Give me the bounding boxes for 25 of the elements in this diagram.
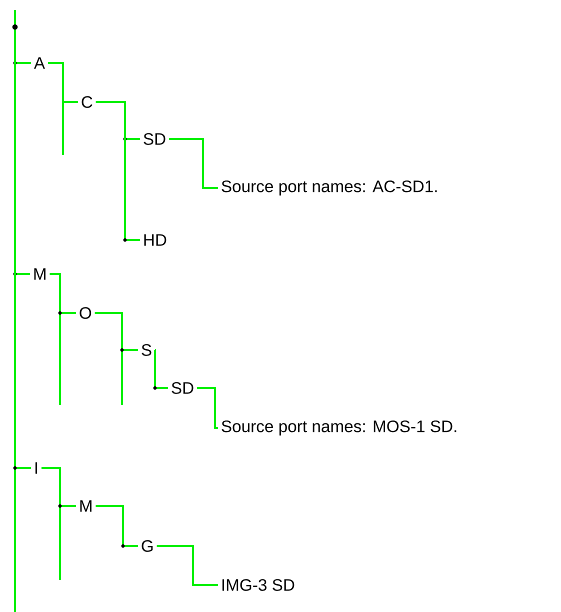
connector bbox=[13, 30, 31, 470]
tree-label: M bbox=[80, 500, 92, 512]
connector bbox=[169, 138, 218, 189]
connector bbox=[96, 101, 140, 242]
tree-label: C bbox=[82, 96, 92, 108]
connector bbox=[96, 505, 138, 548]
connector bbox=[94, 312, 138, 352]
tree-label: O bbox=[80, 307, 92, 319]
tree-label: G bbox=[142, 540, 153, 552]
connector bbox=[50, 273, 76, 315]
tree-label: HD bbox=[144, 234, 166, 246]
tree-label: M bbox=[34, 268, 46, 280]
tree-label: Source port names: MOS-1 SD. bbox=[222, 420, 456, 436]
connector bbox=[48, 62, 78, 103]
tree-label: IMG-3 SD bbox=[222, 579, 294, 591]
connector bbox=[197, 387, 218, 429]
connector bbox=[156, 545, 218, 586]
tree-label: SD bbox=[172, 382, 194, 394]
tree-label: A bbox=[34, 57, 46, 69]
connector bbox=[153, 349, 168, 390]
tree-label: Source port names: AC-SD1. bbox=[222, 180, 437, 196]
connector bbox=[42, 467, 76, 508]
tree-label: S bbox=[142, 344, 152, 356]
tree-label: I bbox=[35, 462, 38, 474]
tree-label: SD bbox=[144, 133, 166, 145]
